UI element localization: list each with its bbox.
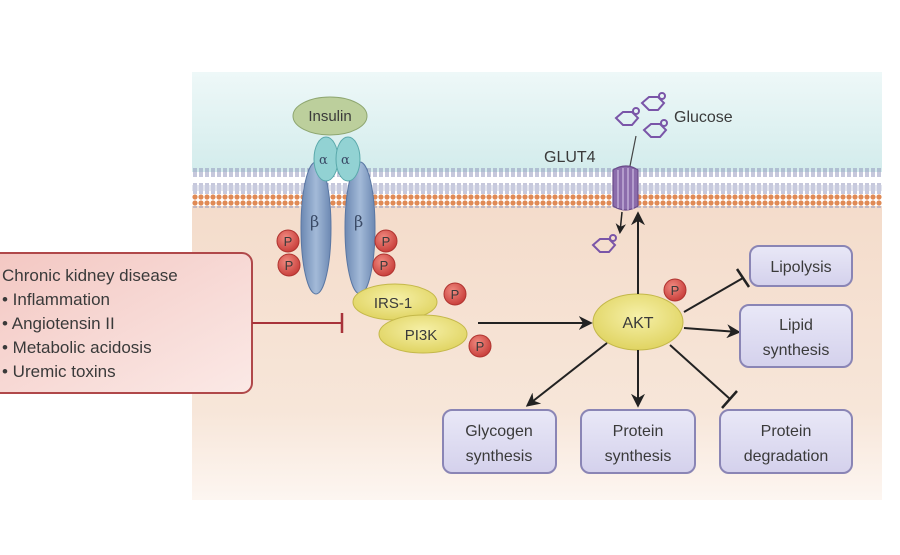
beta-label-right: β [354, 212, 363, 231]
ckd-title: Chronic kidney disease [2, 266, 178, 285]
glucose-icon [642, 119, 668, 138]
glucose-icon [614, 107, 640, 126]
receptor-phosphates: P P P P [276, 229, 398, 277]
akt-label: AKT [622, 315, 653, 332]
akt-protein-degradation-inhibition [669, 344, 738, 409]
svg-text:Lipid: Lipid [779, 317, 813, 334]
svg-text:P: P [380, 258, 389, 273]
insulin-label: Insulin [308, 108, 351, 125]
pi3k-node [378, 314, 468, 354]
phospho-badge: P [277, 253, 301, 277]
svg-text:P: P [285, 258, 294, 273]
phospho-badge: P [372, 253, 396, 277]
ckd-item: • Inflammation [2, 290, 110, 309]
beta-label-left: β [310, 212, 319, 231]
insulin-ligand [292, 96, 368, 136]
glucose-molecules [591, 92, 668, 253]
glut4-transporter [612, 165, 639, 211]
glucose-influx-arrow [615, 211, 627, 235]
akt-to-lipid-synthesis-arrow [683, 324, 741, 339]
outcome-lipid-synthesis: Lipid synthesis [739, 304, 853, 368]
svg-text:degradation: degradation [744, 448, 829, 465]
glucose-icon [640, 92, 666, 111]
irs1-label: IRS-1 [374, 295, 412, 312]
outcome-glycogen-synthesis: Glycogen synthesis [442, 409, 557, 474]
alpha-label-right: α [341, 153, 350, 168]
svg-text:P: P [284, 234, 293, 249]
alpha-label-left: α [319, 153, 328, 168]
svg-text:P: P [451, 287, 460, 302]
outcome-protein-degradation: Protein degradation [719, 409, 853, 474]
akt-to-glycogen-arrow [525, 342, 608, 407]
svg-text:synthesis: synthesis [763, 342, 830, 359]
svg-text:synthesis: synthesis [605, 448, 672, 465]
membrane-core [192, 185, 882, 191]
alpha-subunit-right [335, 136, 361, 182]
svg-text:P: P [476, 339, 485, 354]
pi3k-label: PI3K [405, 327, 438, 344]
outcome-protein-synthesis: Protein synthesis [580, 409, 696, 474]
svg-text:P: P [382, 234, 391, 249]
phospho-badge: P [663, 278, 687, 302]
svg-text:Protein: Protein [761, 423, 812, 440]
svg-text:Glycogen: Glycogen [465, 423, 533, 440]
glut4-label: GLUT4 [544, 149, 596, 166]
svg-text:Protein: Protein [613, 423, 664, 440]
ckd-inhibition-edge [252, 313, 344, 333]
svg-text:synthesis: synthesis [466, 448, 533, 465]
ckd-item: • Uremic toxins [2, 362, 116, 381]
akt-lipolysis-inhibition [683, 268, 751, 313]
glucose-label: Glucose [674, 109, 733, 126]
phospho-badge: P [374, 229, 398, 253]
glucose-icon [591, 234, 617, 253]
svg-text:Lipolysis: Lipolysis [770, 259, 831, 276]
outcome-lipolysis: Lipolysis [749, 245, 853, 287]
glut4-leader-line [629, 135, 637, 167]
phospho-badge: P [468, 334, 492, 358]
svg-text:P: P [671, 283, 680, 298]
ckd-item: • Metabolic acidosis [2, 338, 152, 357]
phospho-badge: P [443, 282, 467, 306]
phospho-badge: P [276, 229, 300, 253]
ckd-item: • Angiotensin II [2, 314, 115, 333]
